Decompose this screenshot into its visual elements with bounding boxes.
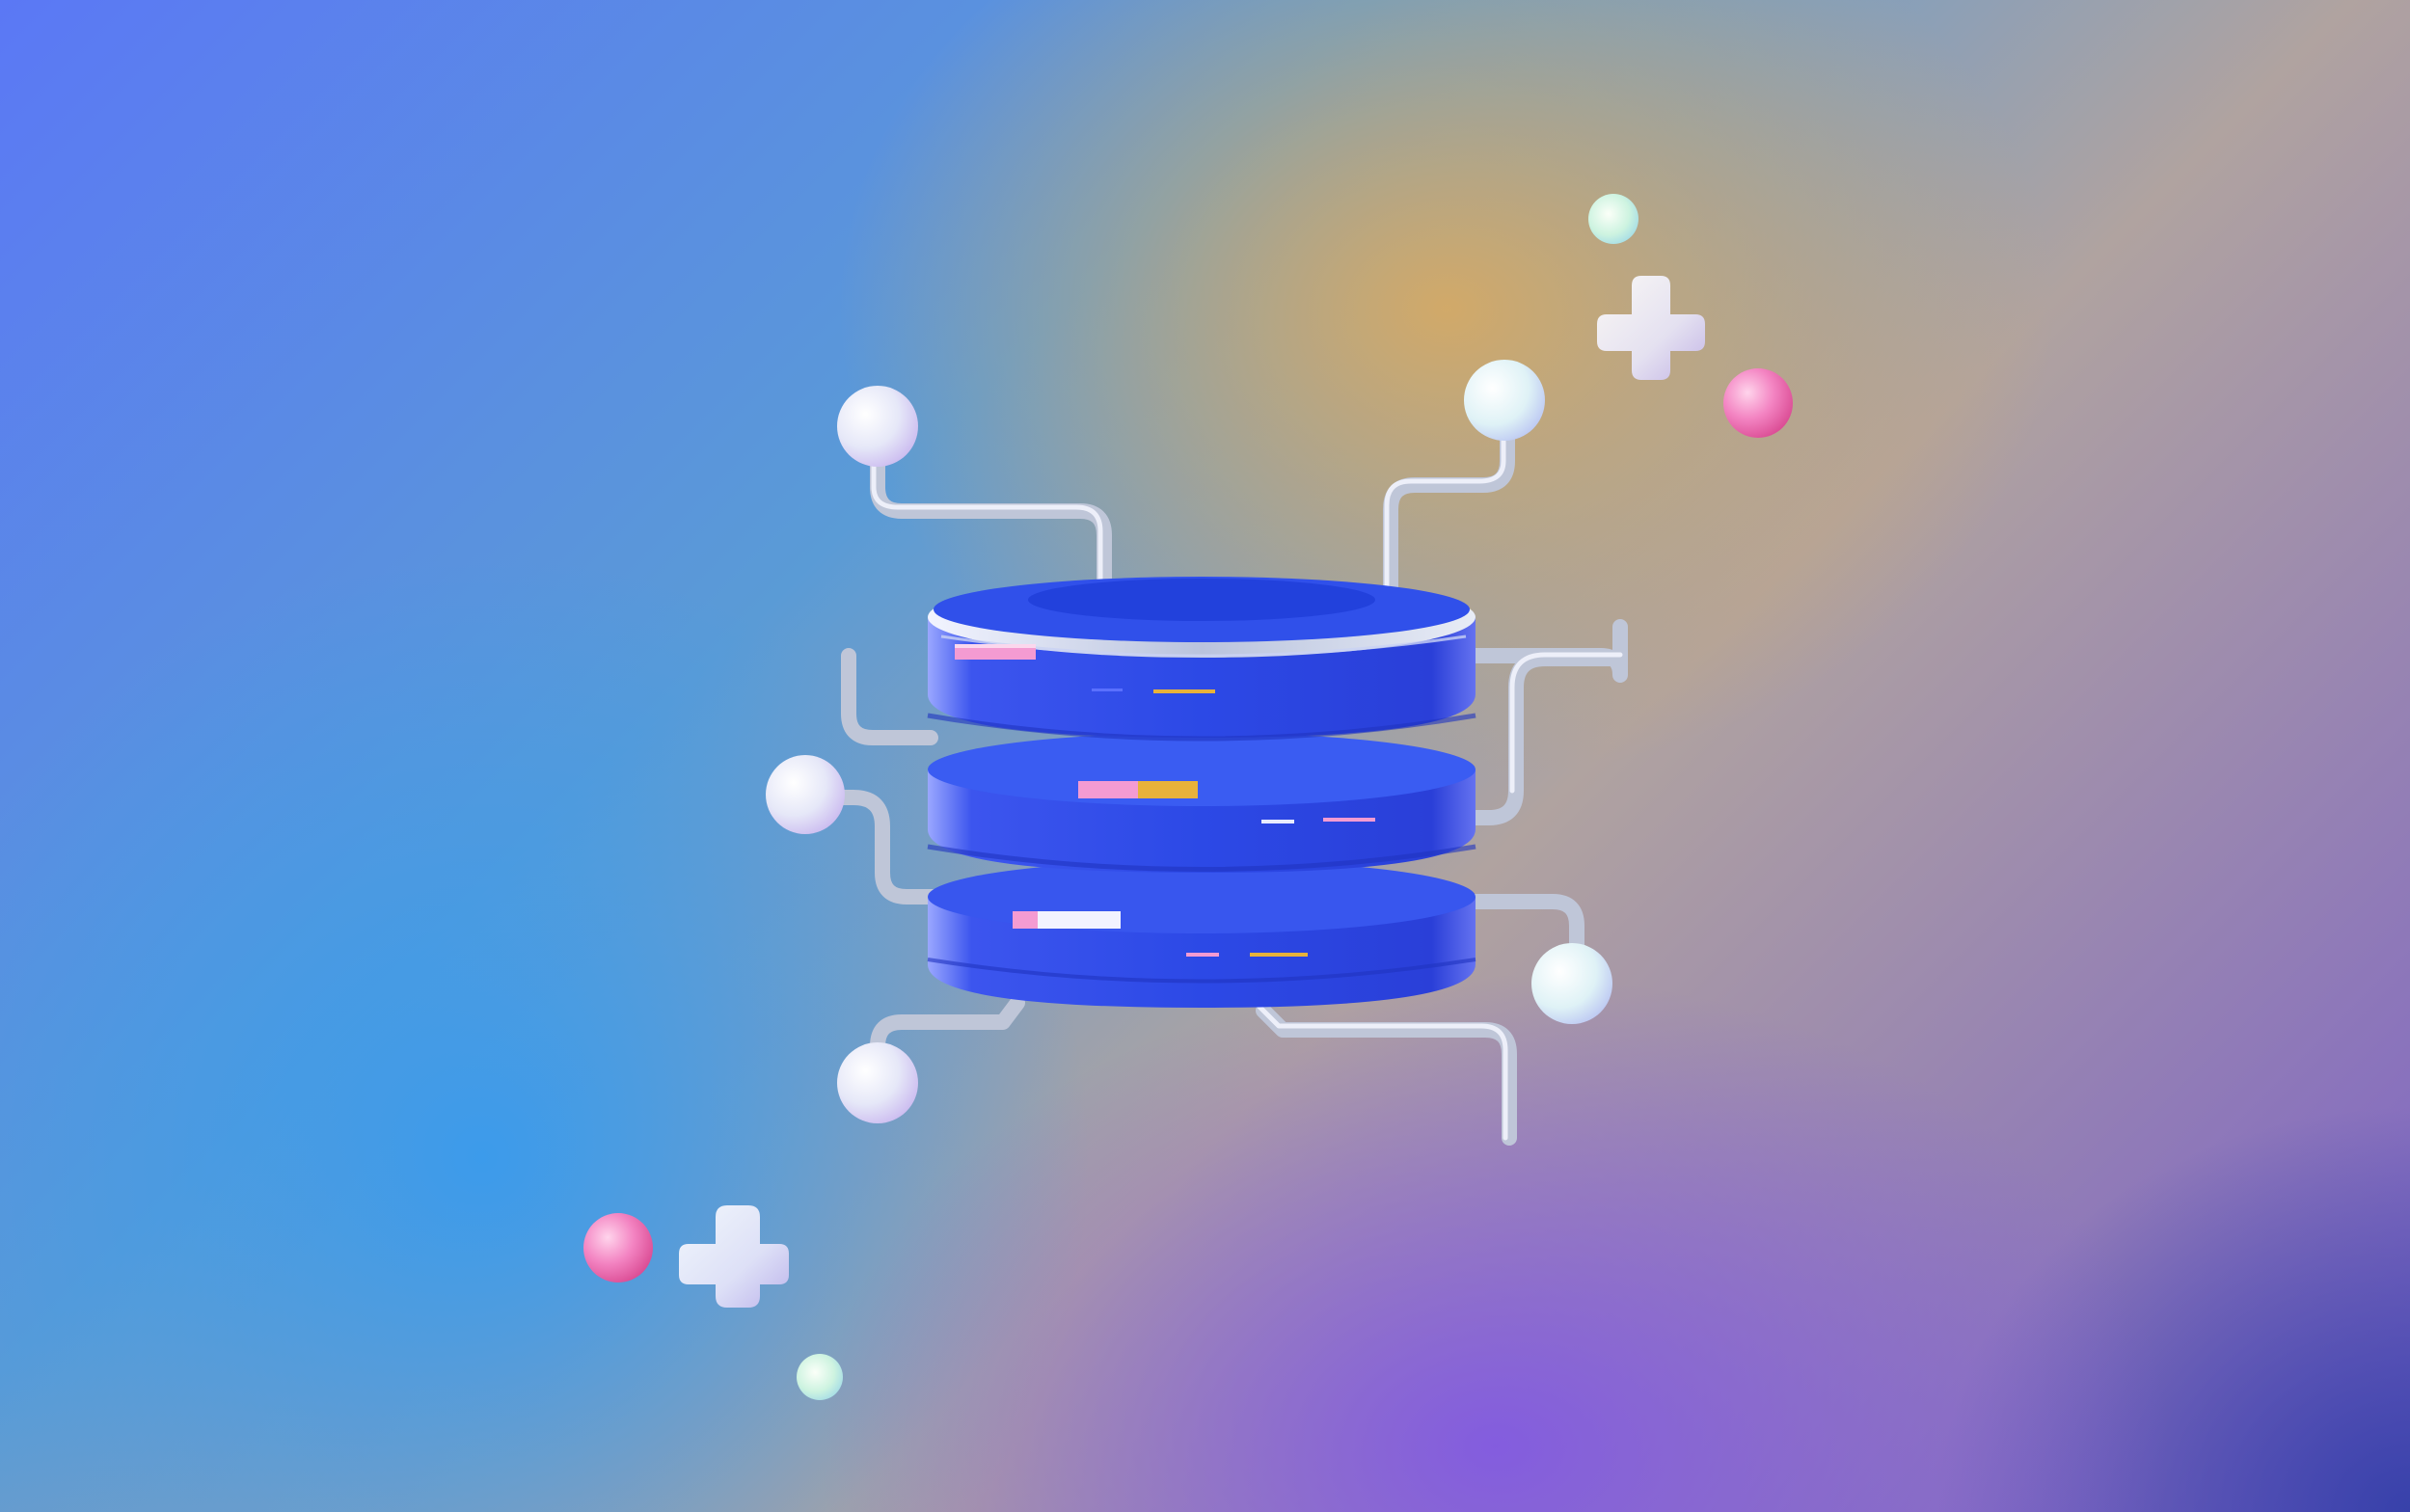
database-stack-icon [927,577,1476,1008]
database-disk-bottom [927,860,1476,1008]
plus-shape-icon [1597,276,1705,380]
circuit-wire-icon [1468,651,1628,825]
plus-shape-icon [679,1205,789,1308]
sphere-icon [1531,943,1612,1024]
sphere-icon [837,386,918,467]
circuit-wire-icon [798,790,941,904]
circuit-wire-icon [841,648,938,745]
sphere-icon [1588,194,1638,244]
sphere-icon [766,755,845,834]
circuit-wires [798,395,1628,1146]
wire-end-spheres [766,360,1612,1123]
decoration-top-right [1588,194,1793,438]
decoration-bottom-left [583,1205,843,1400]
circuit-wire-icon [870,421,1112,615]
circuit-wire-icon [1256,1003,1517,1146]
sphere-icon [797,1354,843,1400]
sphere-icon [1464,360,1545,441]
database-disk-top [927,577,1476,742]
database-disk-middle [927,733,1476,873]
sphere-icon [583,1213,653,1282]
sphere-icon [1723,368,1793,438]
circuit-wire-icon [1468,894,1584,986]
circuit-wire-icon [1383,395,1515,596]
sphere-icon [837,1042,918,1123]
